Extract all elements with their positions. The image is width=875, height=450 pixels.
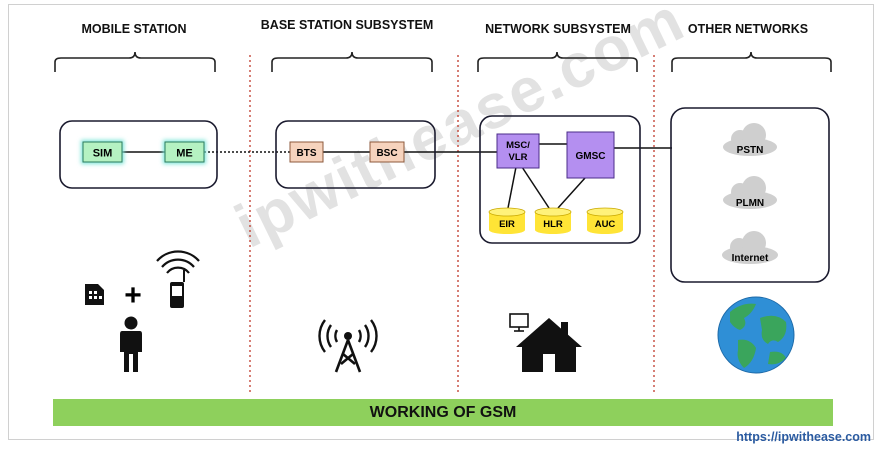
section-title-nss: NETWORK SUBSYSTEM	[485, 22, 631, 36]
pstn-label: PSTN	[737, 145, 764, 156]
plmn-label: PLMN	[736, 198, 764, 209]
sim-card-icon	[85, 284, 104, 305]
hlr-database-icon	[534, 207, 572, 234]
mobile-phone-icon	[156, 250, 200, 308]
msc-label-line1: MSC/	[506, 140, 530, 151]
outer-frame	[8, 4, 874, 440]
computer-icon	[509, 313, 529, 332]
source-url[interactable]: https://ipwithease.com	[736, 430, 871, 444]
gmsc-label: GMSC	[576, 151, 606, 162]
bsc-box	[369, 141, 405, 163]
brace-mobile-station	[54, 51, 216, 72]
mobile-station-box	[59, 120, 218, 189]
brace-nss	[477, 51, 638, 72]
me-label: ME	[176, 148, 193, 160]
hlr-label: HLR	[543, 219, 563, 230]
gsm-title-banner: WORKING OF GSM	[53, 399, 833, 426]
bsc-label: BSC	[376, 148, 397, 159]
msc-label-line2: VLR	[509, 152, 528, 163]
section-title-bss: BASE STATION SUBSYSTEM	[260, 18, 434, 32]
plmn-cloud-icon	[723, 176, 777, 209]
brace-other-networks	[671, 51, 832, 72]
nss-box	[479, 115, 641, 244]
other-networks-box	[670, 107, 830, 283]
pstn-cloud-icon	[723, 123, 777, 156]
internet-label: Internet	[732, 253, 769, 264]
antenna-tower-icon	[318, 319, 378, 373]
eir-label: EIR	[499, 219, 515, 230]
sim-label: SIM	[93, 148, 113, 160]
internet-cloud-icon	[722, 231, 778, 264]
auc-label: AUC	[595, 219, 616, 230]
link-msc-hlr	[521, 166, 550, 209]
link-gmsc-hlr	[557, 177, 586, 209]
brace-bss	[271, 51, 433, 72]
me-box	[164, 141, 205, 163]
globe-icon	[717, 296, 795, 374]
plus-sign: +	[124, 279, 142, 312]
section-title-mobile-station: MOBILE STATION	[81, 22, 187, 36]
sim-box	[82, 141, 123, 163]
house-icon	[516, 318, 582, 372]
link-msc-eir	[507, 166, 517, 209]
gmsc-box	[566, 131, 615, 179]
bts-label: BTS	[297, 148, 317, 159]
bss-box	[275, 120, 436, 189]
msc-vlr-box	[496, 133, 540, 169]
person-icon	[120, 316, 142, 372]
section-title-other-networks: OTHER NETWORKS	[687, 22, 809, 36]
bts-box	[289, 141, 324, 163]
auc-database-icon	[586, 207, 624, 234]
eir-database-icon	[488, 207, 526, 234]
